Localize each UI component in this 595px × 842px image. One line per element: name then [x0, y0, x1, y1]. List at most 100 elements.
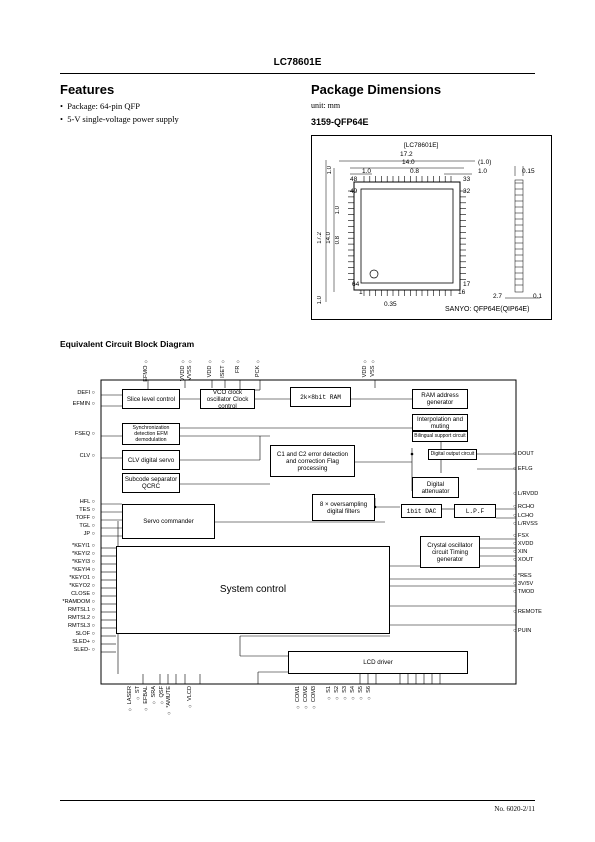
pin-label-bottom: ○ SRA: [151, 686, 157, 706]
features-item-1: • Package: 64-pin QFP: [60, 101, 140, 111]
pin-label-right: ○ RCHO: [513, 504, 535, 510]
pin-label-left: *KEYI3 ○: [72, 559, 95, 565]
dim-1-0-b: (1.0): [478, 159, 492, 166]
pin-label-left: DEFI ○: [77, 390, 95, 396]
pin-label-top: EFMO ○: [143, 358, 149, 382]
pin-label-left: TES ○: [79, 507, 95, 513]
pin-label-right: ○ 3V/5V: [513, 581, 534, 587]
pin-label-left: CLOSE ○: [71, 591, 95, 597]
pin-label-right: ○ LCHO: [513, 513, 534, 519]
pin-label-right: ○ L/RVSS: [513, 521, 538, 527]
pin-label-left: FSEQ ○: [74, 431, 95, 437]
pin-32-label: 32: [463, 188, 471, 195]
diagram-title: Equivalent Circuit Block Diagram: [60, 339, 195, 349]
pin-label-left: *KEYI1 ○: [72, 543, 95, 549]
features-item-2: • 5-V single-voltage power supply: [60, 114, 179, 124]
pin-label-left: TOFF ○: [75, 515, 95, 521]
pin-label-right: ○ TMOD: [513, 589, 535, 595]
package-unit: unit: mm: [311, 101, 341, 110]
doc-number: No. 6020-2/11: [494, 805, 535, 813]
package-drawing-label: [LC78601E]: [404, 142, 439, 149]
dim-14-0-vertical: 14.0: [326, 232, 332, 244]
pin-label-top: FR ○: [235, 358, 241, 374]
features-item-2-text: 5-V single-voltage power supply: [67, 114, 179, 124]
package-footer-label: SANYO: QFP64E(QIP64E): [445, 306, 530, 313]
pin-label-left: RMTSL3 ○: [67, 623, 95, 629]
pin-label-left: CLV ○: [79, 453, 95, 459]
pin-label-left: SLED- ○: [73, 647, 95, 653]
bilingual-support-block: Bilingual support circuit: [412, 431, 468, 442]
interpolation-muting-block: Interpolation and muting: [412, 414, 468, 431]
features-title: Features: [60, 82, 115, 97]
pin-label-bottom: ○ S5: [358, 686, 364, 701]
dim-0-8-vertical: 0.8: [335, 236, 341, 245]
pin-label-bottom: ○ S3: [342, 686, 348, 701]
pin-label-bottom: ○ S4: [350, 686, 356, 701]
package-drawing: [325, 160, 540, 302]
block-diagram: Slice level control VCO clock oscillator…: [60, 358, 541, 716]
pin-label-right: ○ XOUT: [513, 557, 534, 563]
dim-0-15: 0.15: [522, 168, 535, 175]
package-drawing-frame: [LC78601E] 17.2 14.0 1.0 0.8 (1.0) 1.0 0…: [311, 135, 552, 320]
dim-0-35: 0.35: [384, 301, 397, 308]
pin-label-bottom: ○ S1: [326, 686, 332, 701]
pin-label-bottom: ○ QSF: [159, 686, 165, 706]
servo-commander-block: Servo commander: [122, 504, 215, 539]
pin-label-left: JP ○: [83, 531, 95, 537]
one-bit-dac-block: 1bit DAC: [401, 504, 442, 518]
c1-c2-error-correction-block: C1 and C2 error detection and correction…: [270, 445, 355, 477]
pin-label-top: ISET ○: [220, 358, 226, 378]
pin-label-right: ○ REMOTE: [513, 609, 542, 615]
pin-33-label: 33: [463, 176, 471, 183]
pin-label-right: ○ EFLG: [513, 466, 533, 472]
pin-label-left: TGL ○: [79, 523, 95, 529]
pin-label-bottom: ○ VLCD: [187, 686, 193, 709]
package-title: Package Dimensions: [311, 82, 442, 97]
dim-17-2-vertical: 17.2: [317, 232, 323, 244]
pin-label-right: ○ FSX: [513, 533, 529, 539]
clv-digital-servo-block: CLV digital servo: [122, 450, 180, 470]
dim-1-0-c: 1.0: [478, 168, 488, 175]
pin-1-label: 1: [359, 289, 363, 296]
sync-detection-block: Synchronization detection EFM demodulati…: [122, 423, 180, 445]
dim-2-7: 2.7: [493, 293, 503, 300]
pin-17-label: 17: [463, 281, 471, 288]
pin-label-right: ○ XVDD: [513, 541, 534, 547]
pin-label-left: *KEYI2 ○: [72, 551, 95, 557]
pin-label-left: RMTSL2 ○: [67, 615, 95, 621]
pin-label-bottom: ○ COM3: [311, 686, 317, 710]
pin-49-label: 49: [350, 188, 358, 195]
crystal-oscillator-block: Crystal oscillator circuit Timing genera…: [420, 536, 480, 568]
digital-output-circuit-block: Digital output circuit: [428, 449, 477, 460]
slice-level-control-block: Slice level control: [122, 389, 180, 409]
pin-label-bottom: ○ *AMUTE: [166, 686, 172, 716]
pin-label-bottom: ○ LASER: [127, 686, 133, 712]
ram-block: 2k×8bit RAM: [290, 387, 351, 407]
ram-address-generator-block: RAM address generator: [412, 389, 468, 409]
system-control-block: System control: [116, 546, 390, 634]
pin-label-top: PCK ○: [255, 358, 261, 378]
dim-14-0: 14.0: [402, 159, 415, 166]
pin-label-top: VVSS ○: [187, 358, 193, 381]
pin-label-bottom: ○ COM2: [303, 686, 309, 710]
pin-label-left: RMTSL1 ○: [67, 607, 95, 613]
pin-label-top: VVDD ○: [180, 358, 186, 382]
dim-1-0-a: 1.0: [362, 168, 372, 175]
oversampling-filter-block: 8 × oversampling digital filters: [312, 494, 375, 521]
pin-16-label: 16: [458, 289, 466, 296]
lpf-block: L.P.F: [454, 504, 496, 518]
pin-label-bottom: ○ S6: [366, 686, 372, 701]
pin-label-bottom: ○ EFBAL: [143, 686, 149, 712]
pin-label-top: VDD ○: [207, 358, 213, 378]
dim-1-0-left-bottom: 1.0: [317, 296, 323, 305]
pin-label-right: ○ XIN: [513, 549, 528, 555]
dim-1-0-vertical: 1.0: [335, 206, 341, 215]
pin-label-left: SLOF ○: [75, 631, 95, 637]
pin-label-right: ○ PUIN: [513, 628, 532, 634]
part-number-header: LC78601E: [273, 57, 322, 68]
dim-0-1: 0.1: [533, 293, 543, 300]
pin-label-left: *KEYO2 ○: [69, 583, 95, 589]
header-rule: [60, 73, 535, 74]
package-code: 3159-QFP64E: [311, 117, 369, 127]
pin-label-bottom: ○ ST: [135, 686, 141, 701]
